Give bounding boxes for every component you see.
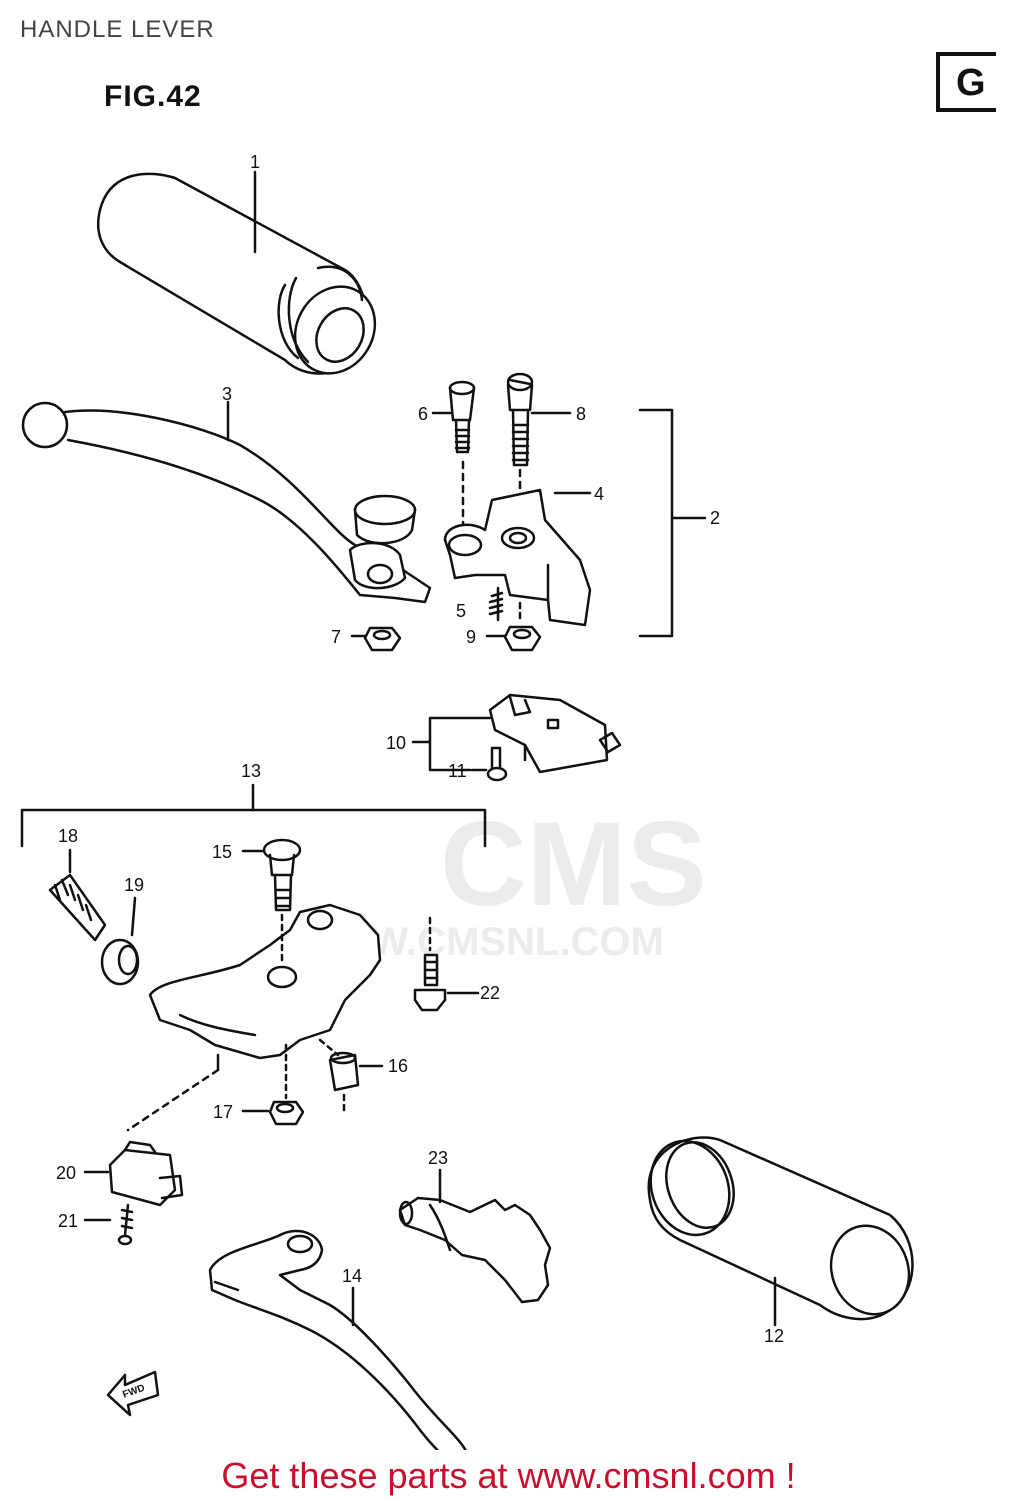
callout-22: 22 — [480, 983, 500, 1003]
part-19-locknut — [100, 938, 140, 986]
callout-13: 13 — [241, 761, 261, 781]
callout-14: 14 — [342, 1266, 362, 1286]
part-1-grip — [96, 172, 377, 375]
callout-6: 6 — [418, 404, 428, 424]
figure-number: FIG.42 — [104, 80, 202, 113]
callout-15: 15 — [212, 842, 232, 862]
part-10-switch — [488, 693, 622, 774]
bracket-10 — [411, 716, 492, 772]
page-title: HANDLE LEVER — [20, 16, 215, 43]
callout-12: 12 — [764, 1326, 784, 1346]
part-18-adjuster — [48, 873, 107, 942]
footer-promo-text[interactable]: Get these parts at www.cmsnl.com ! — [221, 1455, 796, 1496]
part-16-bushing — [328, 1051, 360, 1092]
callout-16: 16 — [388, 1056, 408, 1076]
callout-3: 3 — [222, 384, 232, 404]
part-22-bolt — [413, 953, 447, 1012]
exploded-parts-diagram: 1 3 6 8 4 2 5 7 9 10 11 13 18 15 19 22 1… — [20, 152, 914, 1450]
callout-2: 2 — [710, 508, 720, 528]
callout-9: 9 — [466, 627, 476, 647]
callout-23: 23 — [428, 1148, 448, 1168]
callout-8: 8 — [576, 404, 586, 424]
part-20-clutch-switch — [108, 1140, 184, 1207]
part-23-cover — [398, 1196, 552, 1304]
callout-4: 4 — [594, 484, 604, 504]
part-21-screw — [117, 1203, 134, 1246]
part-8-pivot-screw — [506, 372, 534, 467]
callout-11: 11 — [448, 761, 467, 781]
callout-7: 7 — [331, 627, 341, 647]
corner-index-box — [936, 52, 996, 112]
part-11-screw — [486, 746, 508, 782]
part-5-spring — [488, 586, 504, 622]
part-3-brake-lever — [21, 401, 432, 604]
callout-17: 17 — [213, 1102, 233, 1122]
callout-18: 18 — [58, 826, 78, 846]
callout-20: 20 — [56, 1163, 76, 1183]
callout-1: 1 — [250, 152, 260, 172]
callout-5: 5 — [456, 601, 466, 621]
part-6-pivot-bolt — [448, 380, 476, 454]
part-17-nut — [268, 1100, 305, 1126]
callout-19: 19 — [124, 875, 144, 895]
part-9-nut — [503, 625, 542, 652]
part-14-clutch-lever — [208, 1229, 467, 1450]
bracket-2 — [638, 408, 674, 638]
part-15-pivot-bolt — [262, 838, 302, 912]
part-4-lever-holder — [443, 488, 592, 627]
callout-10: 10 — [386, 733, 406, 753]
callout-21: 21 — [58, 1211, 78, 1231]
bracket-13 — [20, 808, 487, 848]
corner-index-letter: G — [956, 62, 984, 104]
part-12-grip — [647, 1136, 914, 1321]
part-13-clutch-holder — [148, 903, 382, 1060]
fwd-arrow-icon — [106, 1370, 160, 1417]
part-7-nut — [363, 626, 402, 652]
leader-19 — [130, 896, 137, 937]
